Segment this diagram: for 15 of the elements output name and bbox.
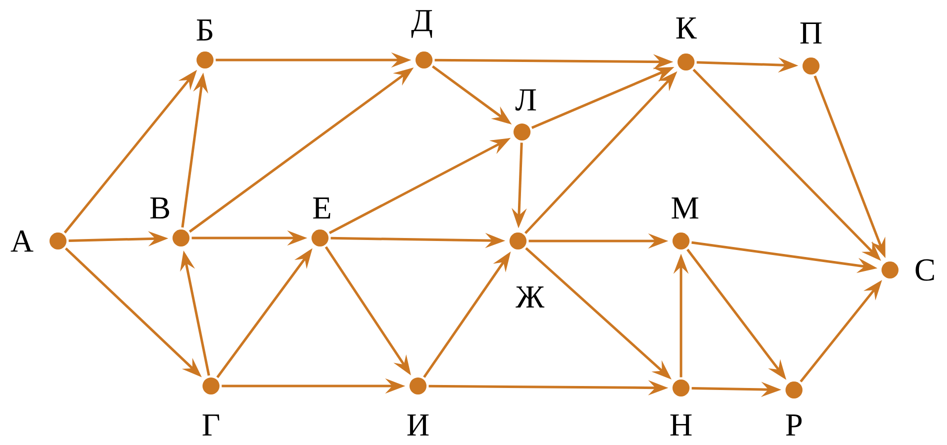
vertex-label: Е (313, 198, 330, 218)
vertex-label: И (407, 414, 429, 436)
vertex-label: М (672, 198, 698, 218)
vertex-label: Л (515, 89, 536, 111)
vertex-label: В (150, 197, 170, 219)
vertex-label: П (800, 22, 822, 44)
vertex-label: Б (196, 20, 212, 40)
vertex-label: С (916, 259, 934, 281)
vertex-label: Р (786, 414, 802, 436)
vertex-label: К (676, 18, 697, 38)
vertex-label: Ж (516, 286, 544, 308)
vertex-label: Н (670, 414, 692, 436)
vertex-label: Д (411, 10, 432, 38)
vertex-label: Г (202, 414, 220, 436)
vertex-label: А (10, 230, 34, 252)
